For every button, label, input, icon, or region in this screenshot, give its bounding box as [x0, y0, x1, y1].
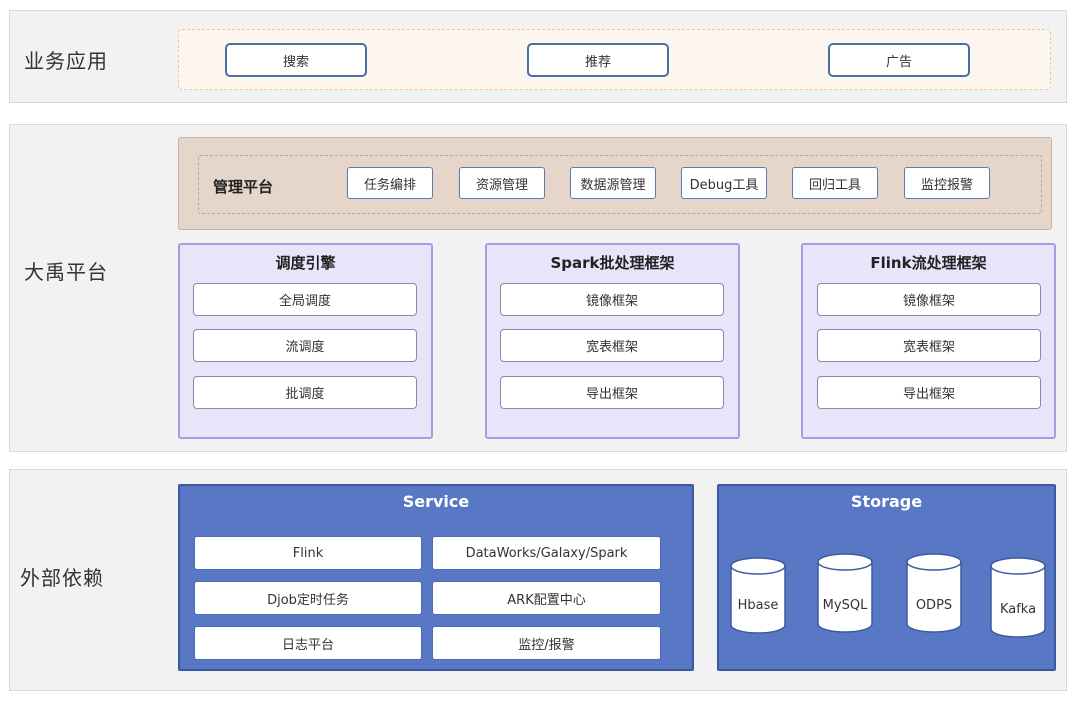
tool-monitoring-alert[interactable]: 监控报警	[904, 167, 990, 199]
app-advertising[interactable]: 广告	[828, 43, 970, 77]
storage-label-hbase: Hbase	[738, 598, 779, 613]
dependencies-layer-title: 外部依赖	[20, 566, 104, 590]
database-icon-hbase[interactable]: Hbase	[730, 557, 786, 634]
scheduling-engine-title: 调度引擎	[275, 254, 336, 272]
database-icon-kafka[interactable]: Kafka	[990, 557, 1046, 638]
service-log-platform[interactable]: 日志平台	[194, 626, 422, 660]
storage-cylinders: Hbase MySQL ODPS Kafka	[730, 553, 1046, 638]
tool-resource-management[interactable]: 资源管理	[459, 167, 545, 199]
platform-layer-title: 大禹平台	[24, 260, 108, 284]
app-recommend[interactable]: 推荐	[527, 43, 669, 77]
management-platform-title: 管理平台	[213, 178, 274, 196]
service-title: Service	[402, 492, 470, 511]
business-layer-title: 业务应用	[24, 49, 108, 73]
scheduler-global[interactable]: 全局调度	[193, 283, 417, 316]
tool-debug[interactable]: Debug工具	[681, 167, 767, 199]
tool-regression[interactable]: 回归工具	[792, 167, 878, 199]
spark-mirror-framework[interactable]: 镜像框架	[500, 283, 724, 316]
service-dataworks-galaxy-spark[interactable]: DataWorks/Galaxy/Spark	[432, 536, 661, 570]
flink-widetable-framework[interactable]: 宽表框架	[817, 329, 1041, 362]
scheduler-batch[interactable]: 批调度	[193, 376, 417, 409]
scheduler-stream[interactable]: 流调度	[193, 329, 417, 362]
database-icon-odps[interactable]: ODPS	[906, 553, 962, 633]
storage-label-kafka: Kafka	[1000, 602, 1036, 617]
storage-label-odps: ODPS	[916, 598, 952, 613]
flink-framework-title: Flink流处理框架	[870, 254, 987, 272]
spark-export-framework[interactable]: 导出框架	[500, 376, 724, 409]
service-djob-scheduled-task[interactable]: Djob定时任务	[194, 581, 422, 615]
service-monitoring-alert[interactable]: 监控/报警	[432, 626, 661, 660]
service-ark-config-center[interactable]: ARK配置中心	[432, 581, 661, 615]
storage-title: Storage	[850, 492, 923, 511]
flink-mirror-framework[interactable]: 镜像框架	[817, 283, 1041, 316]
service-flink[interactable]: Flink	[194, 536, 422, 570]
management-platform-inner	[198, 155, 1042, 214]
tool-task-orchestration[interactable]: 任务编排	[347, 167, 433, 199]
tool-datasource-management[interactable]: 数据源管理	[570, 167, 656, 199]
app-search[interactable]: 搜索	[225, 43, 367, 77]
storage-label-mysql: MySQL	[823, 598, 868, 613]
flink-export-framework[interactable]: 导出框架	[817, 376, 1041, 409]
spark-widetable-framework[interactable]: 宽表框架	[500, 329, 724, 362]
database-icon-mysql[interactable]: MySQL	[817, 553, 873, 633]
spark-framework-title: Spark批处理框架	[550, 254, 675, 272]
